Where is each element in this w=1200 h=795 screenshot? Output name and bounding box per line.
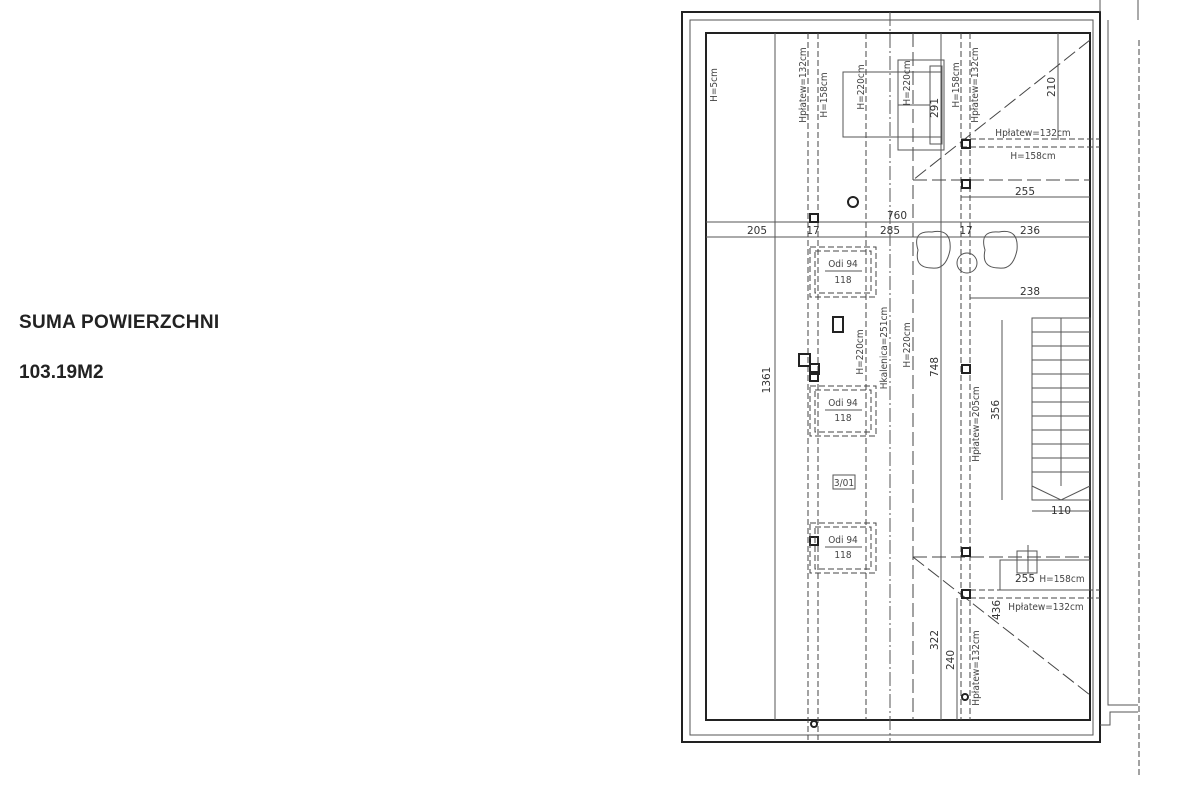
area-summary: SUMA POWIERZCHNI 103.19M2 (19, 312, 219, 384)
roof-window: Odi 94 118 (809, 246, 877, 298)
vent-icon (847, 196, 859, 208)
room-number-box (832, 474, 856, 490)
dim-17a: 17 (806, 225, 819, 237)
label-h158-bottom: H=158cm (1039, 574, 1084, 585)
label-hplatew-top: Hpłatew=132cm (995, 128, 1070, 139)
label-hplatew-bottom: Hpłatew=132cm (1008, 602, 1083, 613)
counter (999, 559, 1091, 591)
dim-238: 238 (1020, 286, 1040, 298)
dim-17b: 17 (959, 225, 972, 237)
dim-236: 236 (1020, 225, 1040, 237)
staircase (1031, 317, 1091, 501)
window-name: Odi 94 (828, 535, 858, 546)
dimension-labels: 760 205 17 285 17 236 255 238 110 255 21… (747, 77, 1071, 670)
dim-322: 322 (929, 630, 941, 650)
label-hplatew-right: Hpłatew=132cm (970, 47, 981, 122)
dim-total-width: 760 (887, 210, 907, 222)
room-number: 3/01 (834, 478, 854, 489)
label-hplatew-205: Hpłatew=205cm (971, 386, 982, 461)
furniture (798, 59, 1091, 728)
dim-748: 748 (929, 357, 941, 377)
window-size: 118 (834, 275, 851, 286)
label-h220-bed: H=220cm (856, 64, 867, 109)
label-h220-mid: H=220cm (855, 329, 866, 374)
dim-1361: 1361 (761, 367, 773, 394)
window-size: 118 (834, 550, 851, 561)
area-summary-value: 103.19M2 (19, 362, 104, 383)
dim-291: 291 (929, 98, 941, 118)
dimension-lines (706, 33, 1090, 720)
chair-right (983, 230, 1018, 269)
label-hplatew-left: Hpłatew=132cm (798, 47, 809, 122)
roof-window: Odi 94 118 (809, 385, 877, 437)
label-h5: H=5cm (709, 68, 720, 102)
dim-285: 285 (880, 225, 900, 237)
height-labels: H=5cm Hpłatew=132cm H=158cm H=220cm H=22… (709, 47, 1085, 705)
window-size: 118 (834, 413, 851, 424)
label-h220-mid2: H=220cm (902, 322, 913, 367)
dim-210: 210 (1046, 77, 1058, 97)
chimney-icon (832, 316, 844, 333)
window-name: Odi 94 (828, 398, 858, 409)
pot-icon (1016, 550, 1038, 574)
dim-436: 436 (991, 600, 1003, 620)
area-summary-title: SUMA POWIERZCHNI (19, 312, 220, 333)
chair-left (916, 230, 951, 269)
roof-window: Odi 94 118 (809, 522, 877, 574)
dim-356: 356 (990, 400, 1002, 420)
label-hplatew-bottom-vertical: Hpłatew=132cm (971, 630, 982, 705)
bed (842, 71, 942, 138)
dim-255-top: 255 (1015, 186, 1035, 198)
label-h158-left: H=158cm (819, 72, 830, 117)
label-h158-top: H=158cm (1010, 151, 1055, 162)
dim-240: 240 (945, 650, 957, 670)
label-h158-right: H=158cm (951, 62, 962, 107)
table (956, 252, 978, 274)
dim-205: 205 (747, 225, 767, 237)
dim-110: 110 (1051, 505, 1071, 517)
dim-255-bottom: 255 (1015, 573, 1035, 585)
label-hkalenica: Hkalenica=251cm (879, 307, 890, 389)
posts (809, 139, 971, 599)
label-h220-wardrobe: H=220cm (902, 60, 913, 105)
window-name: Odi 94 (828, 259, 858, 270)
